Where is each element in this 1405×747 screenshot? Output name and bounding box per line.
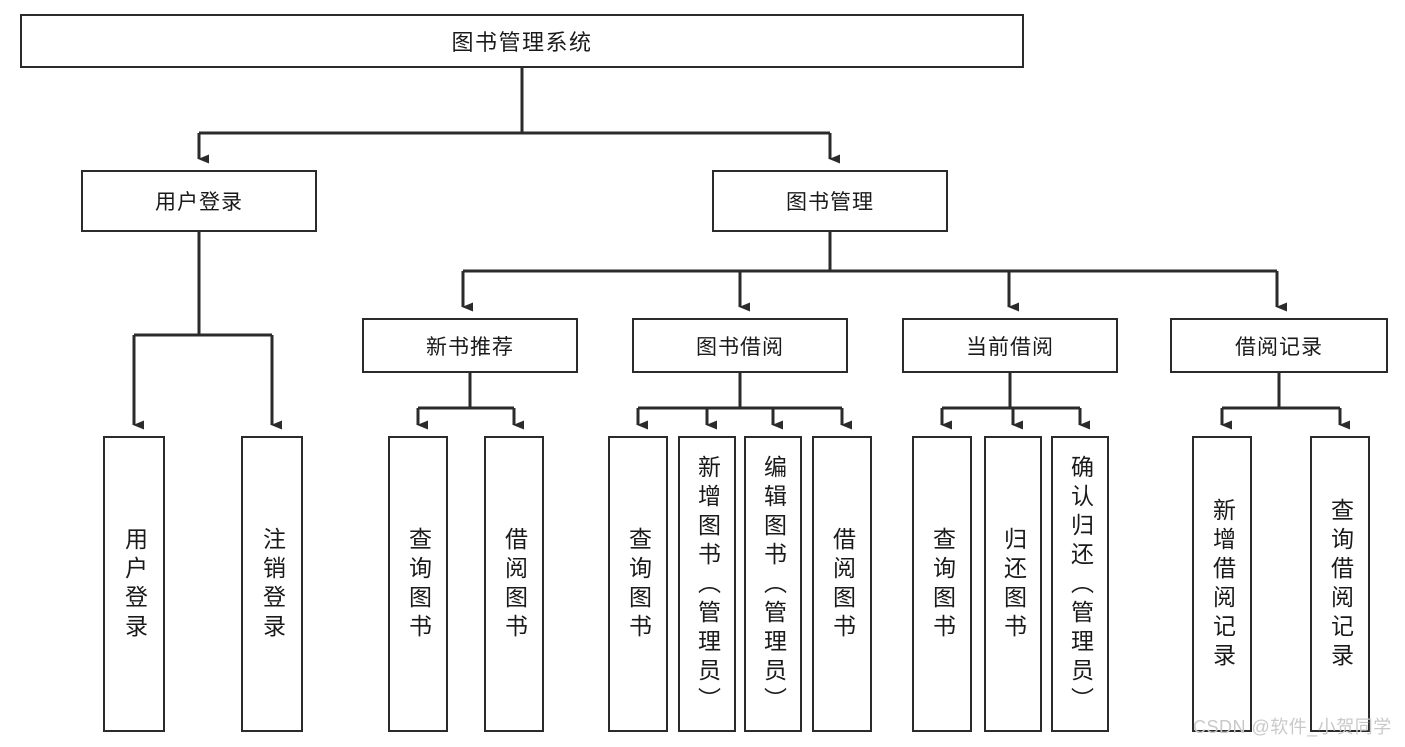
node-leaf-3[interactable]: 借阅图书 — [484, 436, 544, 732]
node-leaf-0[interactable]: 用户登录 — [103, 436, 165, 732]
node-leaf-7[interactable]: 借阅图书 — [812, 436, 872, 732]
node-level2-1[interactable]: 图书管理 — [712, 170, 948, 232]
node-leaf-2[interactable]: 查询图书 — [388, 436, 448, 732]
node-leaf-4[interactable]: 查询图书 — [608, 436, 668, 732]
node-label: 图书借阅 — [696, 335, 784, 359]
node-level3-2[interactable]: 当前借阅 — [902, 318, 1118, 373]
node-leaf-5[interactable]: 新增图书（管理员） — [678, 436, 736, 732]
node-label: 注销登录 — [259, 527, 286, 643]
node-label: 用户登录 — [155, 191, 243, 214]
node-level2-0[interactable]: 用户登录 — [81, 170, 317, 232]
node-leaf-11[interactable]: 新增借阅记录 — [1192, 436, 1252, 732]
node-leaf-6[interactable]: 编辑图书（管理员） — [744, 436, 802, 732]
node-label: 编辑图书（管理员） — [760, 454, 787, 716]
node-label: 归还图书 — [1000, 527, 1027, 643]
node-label: 新增借阅记录 — [1209, 498, 1236, 672]
node-label: 查询图书 — [625, 527, 652, 643]
node-label: 借阅图书 — [829, 527, 856, 643]
node-root-0[interactable]: 图书管理系统 — [20, 14, 1024, 68]
node-label: 图书管理 — [786, 191, 874, 214]
node-label: 查询图书 — [929, 527, 956, 643]
node-leaf-9[interactable]: 归还图书 — [984, 436, 1042, 732]
node-level3-3[interactable]: 借阅记录 — [1170, 318, 1388, 373]
node-leaf-10[interactable]: 确认归还（管理员） — [1051, 436, 1109, 732]
node-label: 用户登录 — [121, 527, 148, 643]
node-label: 借阅图书 — [501, 527, 528, 643]
node-label: 确认归还（管理员） — [1067, 454, 1094, 716]
node-label: 借阅记录 — [1235, 335, 1323, 359]
node-label: 当前借阅 — [966, 335, 1054, 359]
node-label: 查询借阅记录 — [1327, 498, 1354, 672]
connector-paths — [132, 68, 1350, 430]
node-label: 查询图书 — [405, 527, 432, 643]
node-leaf-12[interactable]: 查询借阅记录 — [1310, 436, 1370, 732]
node-label: 新增图书（管理员） — [694, 454, 721, 716]
node-leaf-8[interactable]: 查询图书 — [912, 436, 972, 732]
node-label: 图书管理系统 — [451, 30, 593, 55]
node-leaf-1[interactable]: 注销登录 — [241, 436, 303, 732]
node-level3-0[interactable]: 新书推荐 — [362, 318, 578, 373]
node-label: 新书推荐 — [426, 335, 514, 359]
node-level3-1[interactable]: 图书借阅 — [632, 318, 848, 373]
